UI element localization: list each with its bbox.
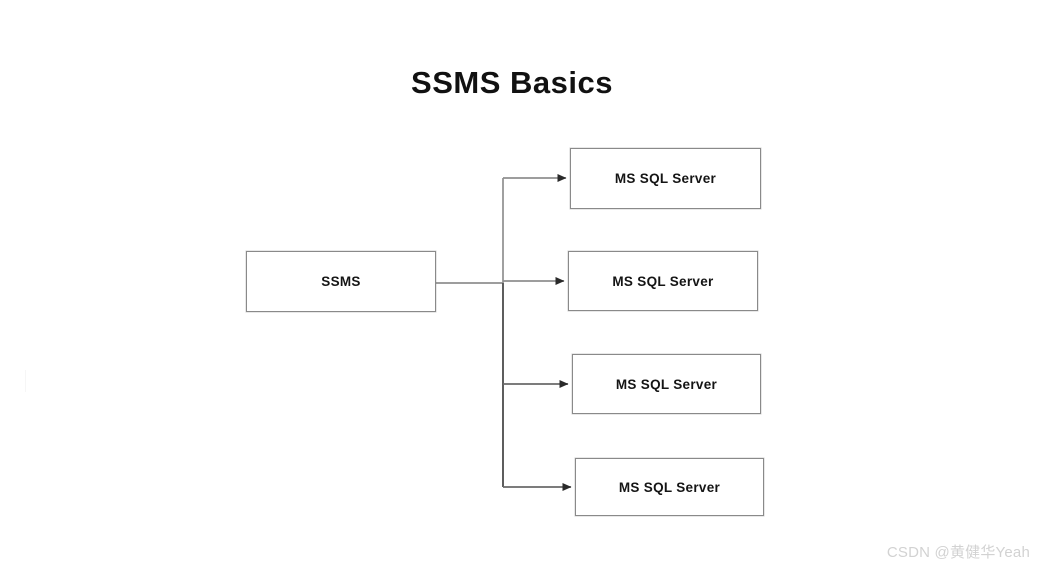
node-ssms[interactable]: SSMS [246, 251, 436, 312]
node-ms-sql-server-4-label: MS SQL Server [618, 479, 721, 495]
node-ms-sql-server-1[interactable]: MS SQL Server [570, 148, 761, 209]
node-ms-sql-server-2-label: MS SQL Server [612, 273, 714, 289]
node-ms-sql-server-3-label: MS SQL Server [615, 376, 718, 392]
node-ms-sql-server-3[interactable]: MS SQL Server [572, 354, 761, 414]
watermark: CSDN @黄健华Yeah [886, 544, 1030, 561]
node-ssms-label: SSMS [321, 274, 361, 289]
node-ms-sql-server-2[interactable]: MS SQL Server [568, 251, 758, 311]
node-ms-sql-server-4[interactable]: MS SQL Server [575, 458, 764, 516]
node-ms-sql-server-1-label: MS SQL Server [614, 171, 717, 186]
page-title: SSMS Basics [411, 65, 613, 100]
edge-artifact [25, 370, 26, 392]
